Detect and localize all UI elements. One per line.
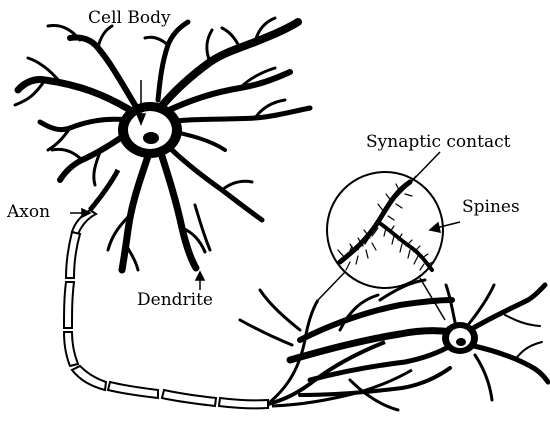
myelin-segment — [108, 382, 158, 398]
myelin-segment — [64, 332, 78, 366]
spines-label: Spines — [462, 197, 520, 217]
second-cell-body — [442, 322, 478, 354]
dendrite-label: Dendrite — [137, 290, 213, 310]
axon-label: Axon — [7, 202, 50, 222]
myelin-segment — [219, 398, 268, 408]
nucleus — [143, 132, 159, 144]
myelin-segment — [66, 232, 80, 278]
myelin-segment — [64, 282, 74, 328]
myelin-segment — [72, 366, 106, 390]
cell-body — [118, 102, 182, 158]
second-neuron — [240, 280, 548, 410]
synaptic-contact-label: Synaptic contact — [366, 132, 510, 152]
myelin-segment — [162, 390, 216, 406]
cell-body-label: Cell Body — [88, 8, 171, 28]
